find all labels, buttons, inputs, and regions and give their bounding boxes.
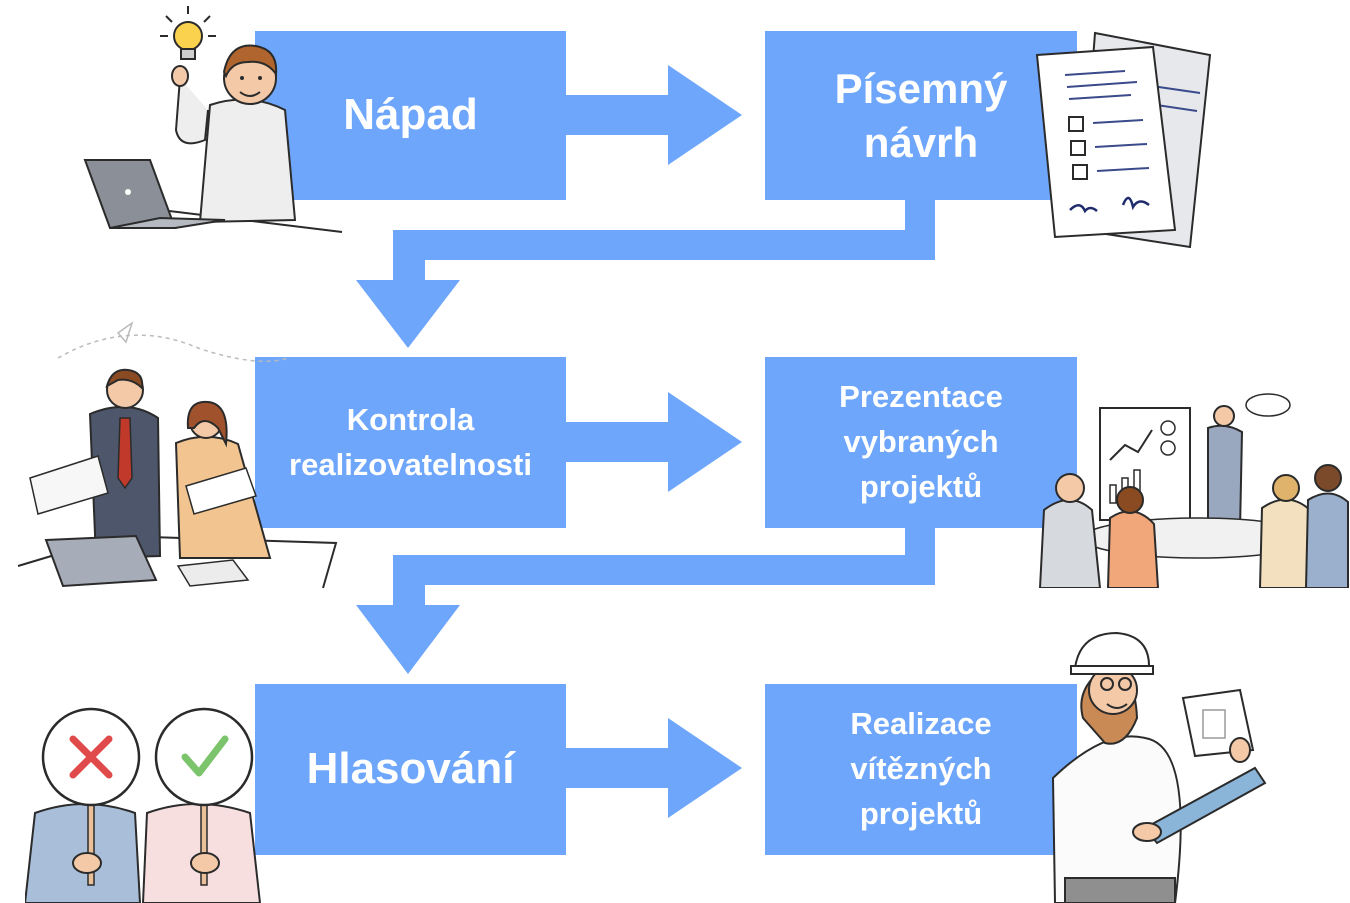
step-kontrola-label: Kontrola realizovatelnosti bbox=[289, 401, 532, 482]
lightbulb-icon bbox=[160, 6, 216, 60]
engineer-with-plans-illustration bbox=[1051, 631, 1267, 903]
step-pisemny-navrh: Písemný návrh bbox=[765, 31, 1077, 200]
checkmark-icon bbox=[181, 735, 229, 777]
step-prezentace: Prezentace vybraných projektů bbox=[765, 357, 1077, 528]
step-prezentace-label: Prezentace vybraných projektů bbox=[839, 379, 1003, 504]
step-hlasovani-label: Hlasování bbox=[306, 744, 515, 794]
feasibility-review-team-illustration bbox=[17, 321, 338, 589]
step-realizace: Realizace vítězných projektů bbox=[765, 684, 1077, 855]
step-realizace-label: Realizace vítězných projektů bbox=[850, 706, 992, 831]
step-napad-label: Nápad bbox=[343, 90, 478, 140]
step-kontrola: Kontrola realizovatelnosti bbox=[255, 357, 566, 528]
voting-signs-illustration bbox=[25, 707, 262, 903]
connector-prezentace-to-hlasovani bbox=[356, 527, 935, 674]
document-icon bbox=[1035, 31, 1212, 249]
written-proposal-documents-illustration bbox=[1035, 31, 1212, 249]
cross-icon bbox=[69, 735, 113, 779]
presentation-meeting-illustration bbox=[1038, 393, 1349, 588]
step-pisemny-navrh-label: Písemný návrh bbox=[834, 64, 1008, 166]
arrow-napad-to-navrh bbox=[565, 65, 742, 165]
vote-icon bbox=[25, 707, 262, 903]
connector-navrh-to-kontrola bbox=[356, 200, 935, 348]
step-hlasovani: Hlasování bbox=[255, 684, 566, 855]
hardhat-icon bbox=[1051, 631, 1267, 903]
idea-person-laptop-illustration bbox=[83, 6, 343, 233]
arrow-hlasovani-to-realizace bbox=[565, 718, 742, 818]
arrow-kontrola-to-prezentace bbox=[565, 392, 742, 492]
whiteboard-icon bbox=[1038, 393, 1349, 588]
step-napad: Nápad bbox=[255, 31, 566, 200]
team-icon bbox=[17, 321, 338, 589]
